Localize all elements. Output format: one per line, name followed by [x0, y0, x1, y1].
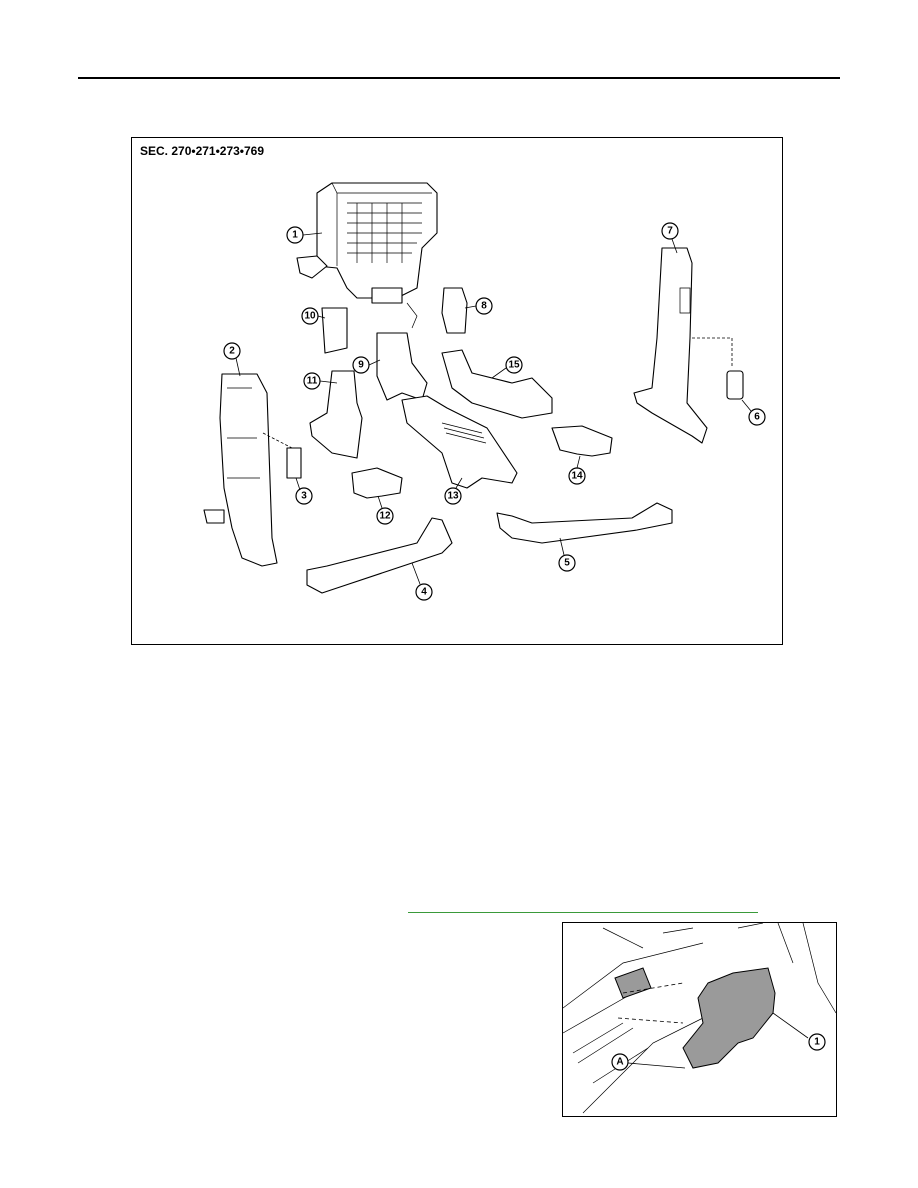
part-13-rear-duct [401, 395, 518, 489]
svg-text:5: 5 [564, 558, 570, 569]
svg-text:6: 6 [754, 412, 760, 423]
header-rule [78, 77, 840, 79]
svg-text:13: 13 [447, 491, 459, 502]
callout-12: 12 [376, 507, 394, 525]
shaded-duct-end [614, 967, 652, 999]
callout-4: 4 [415, 583, 433, 601]
callout-2: 2 [223, 342, 241, 360]
installation-detail-drawing: 1 A [563, 923, 836, 1114]
part-14-connector [551, 425, 613, 457]
part-1-heater-ac-unit [296, 182, 438, 329]
svg-text:15: 15 [508, 360, 520, 371]
svg-text:7: 7 [667, 226, 673, 237]
part-7-pillar-trim-rh [633, 247, 708, 444]
svg-text:12: 12 [379, 511, 391, 522]
callout-3: 3 [295, 487, 313, 505]
photo-callout-1: 1 [808, 1033, 826, 1051]
part-6-grille [726, 370, 744, 400]
shaded-duct [682, 967, 776, 1069]
part-15-foot-duct [441, 349, 553, 419]
callout-14: 14 [568, 467, 586, 485]
section-label: SEC. 270•271•273•769 [140, 144, 265, 158]
callout-1: 1 [286, 226, 304, 244]
callout-6: 6 [748, 408, 766, 426]
svg-text:14: 14 [571, 471, 583, 482]
exploded-view-figure: SEC. 270•271•273•769 [131, 137, 783, 645]
svg-text:3: 3 [301, 491, 307, 502]
svg-text:1: 1 [292, 230, 298, 241]
link-underline[interactable] [408, 912, 758, 913]
svg-text:2: 2 [229, 346, 235, 357]
svg-text:4: 4 [421, 587, 427, 598]
part-5-floor-duct-rh [496, 502, 673, 544]
part-10-duct [321, 307, 348, 354]
part-12-connector [351, 467, 403, 499]
svg-text:10: 10 [304, 311, 316, 322]
svg-text:1: 1 [814, 1037, 820, 1048]
svg-text:9: 9 [358, 360, 364, 371]
callout-9: 9 [352, 356, 370, 374]
callout-10: 10 [301, 307, 319, 325]
svg-text:8: 8 [481, 301, 487, 312]
part-8-duct [441, 287, 468, 334]
exploded-view-drawing: 1 2 3 4 5 6 7 8 9 10 11 12 13 14 15 [203, 182, 766, 601]
svg-text:A: A [616, 1057, 623, 1068]
callout-7: 7 [661, 222, 679, 240]
installation-detail-figure: 1 A [562, 922, 837, 1117]
callout-8: 8 [475, 297, 493, 315]
part-4-floor-duct-lh [306, 517, 453, 594]
part-11-foot-duct [309, 370, 363, 459]
callout-5: 5 [558, 554, 576, 572]
callout-15: 15 [505, 356, 523, 374]
callout-11: 11 [303, 372, 321, 390]
callout-13: 13 [444, 487, 462, 505]
photo-callout-A: A [611, 1053, 629, 1071]
part-3-clip [286, 447, 302, 479]
svg-text:11: 11 [307, 376, 318, 387]
part-2-pillar-trim-lh [203, 373, 278, 567]
part-9-center-duct [376, 332, 428, 401]
